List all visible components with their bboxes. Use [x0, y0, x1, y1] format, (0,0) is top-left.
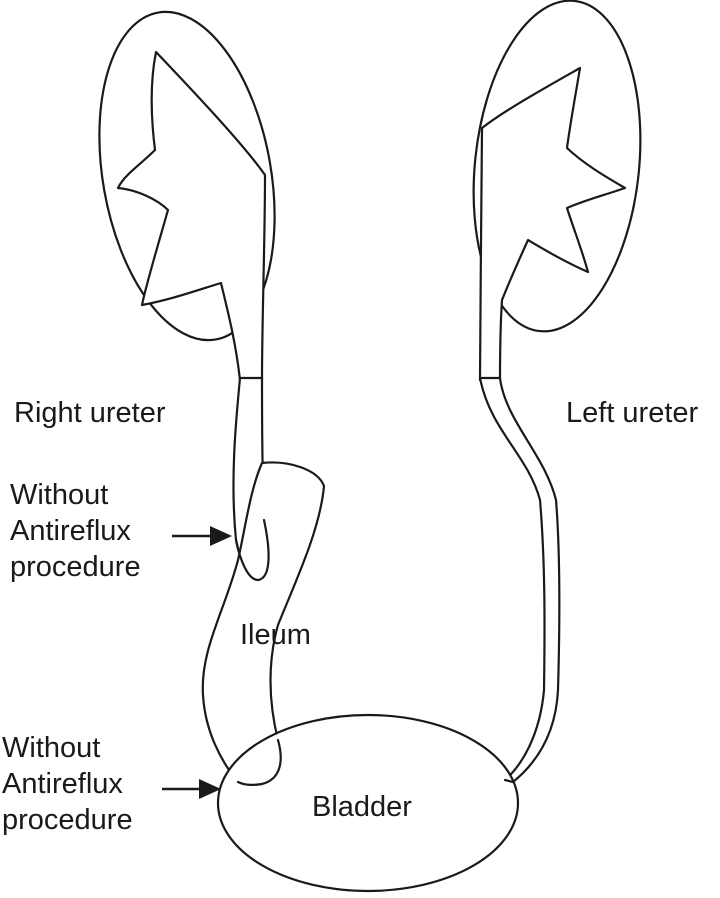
bladder-label: Bladder [312, 791, 412, 823]
annotation-lower-line-3: procedure [2, 804, 133, 836]
left-ureter-insertion [503, 778, 515, 784]
annotation-upper-line-1: Without [10, 479, 109, 511]
annotation-lower-line-1: Without [2, 732, 101, 764]
arrow-upper [172, 526, 232, 546]
right-ureter-insertion [234, 518, 270, 582]
bladder [216, 713, 520, 893]
arrow-lower [162, 779, 221, 799]
left-kidney [472, 0, 642, 382]
annotation-upper-line-3: procedure [10, 551, 141, 583]
left-ureter-label: Left ureter [566, 397, 699, 429]
annotation-lower: Without Antireflux procedure [2, 730, 133, 838]
annotation-lower-line-2: Antireflux [2, 768, 123, 800]
annotation-upper-line-2: Antireflux [10, 515, 131, 547]
right-ureter-label: Right ureter [14, 397, 166, 429]
ileum-label: Ileum [240, 619, 311, 651]
right-kidney [98, 10, 276, 382]
ileum-insertion [236, 738, 282, 786]
annotation-upper: Without Antireflux procedure [10, 477, 141, 585]
left-ureter [478, 376, 561, 784]
